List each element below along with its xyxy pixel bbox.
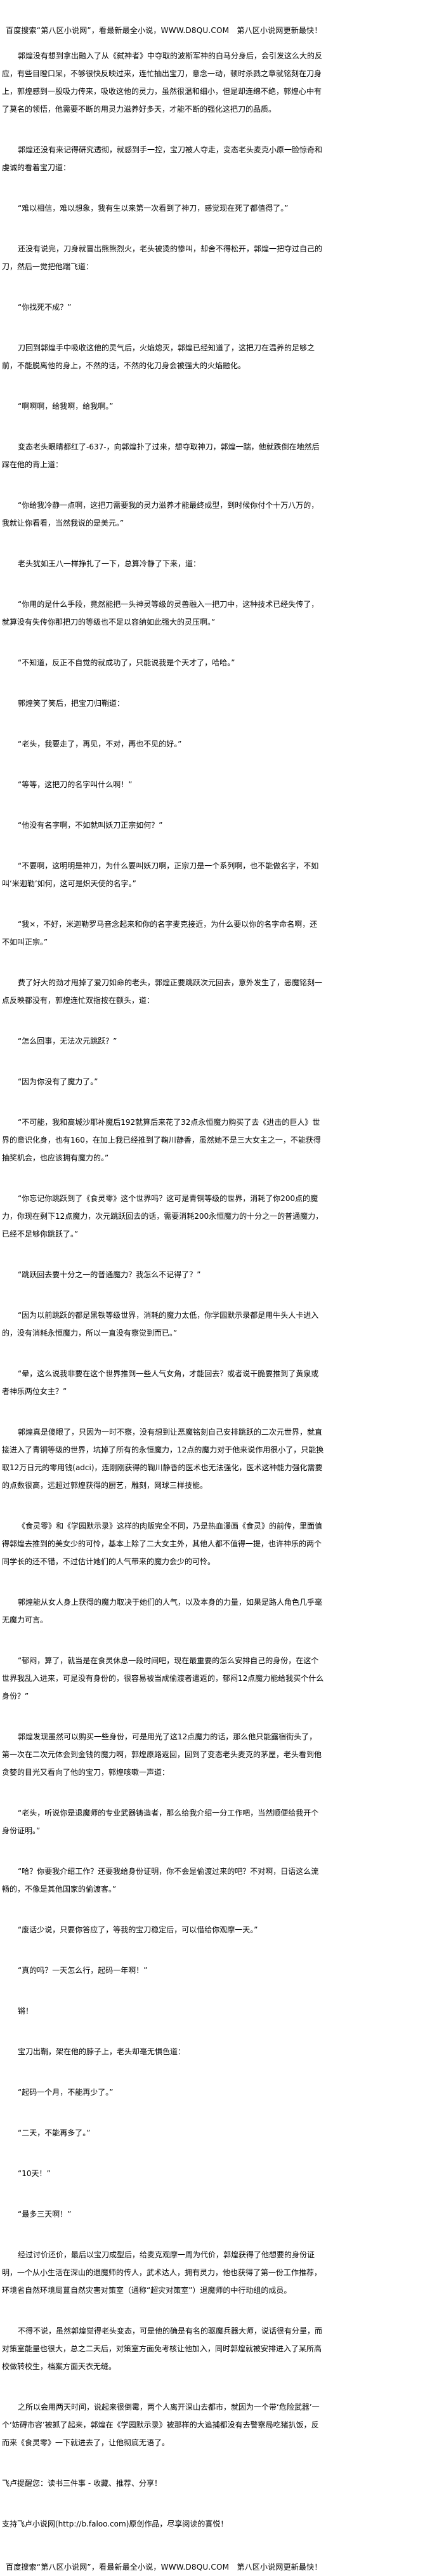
chapter-paragraph: 费了好大的劲才甩掉了爱刀如命的老头，郭煌正要跳跃次元回去，意外发生了，恶魔铭刻一… [2, 978, 323, 1005]
chapter-paragraph: “晕，这么说我非要在这个世界推到一些人气女角，才能回去？或者说干脆要推到了黄泉或… [2, 1369, 319, 1396]
chapter-paragraph: 老头犹如王八一样挣扎了一下，总算冷静了下来，道： [18, 559, 201, 568]
chapter-paragraph: 锵！ [18, 2007, 34, 2015]
chapter-paragraph: 郭煌还没有来记得研究透彻，就感到手一控，宝刀被人夺走，变态老头麦克小原一脸惊奇和… [2, 145, 323, 172]
chapter-paragraph: “跳跃回去要十分之一的普通魔力？我怎么不记得了？” [18, 1270, 201, 1279]
chapter-paragraph: 变态老头眼睛都红了-637-，向郭煌扑了过来，想夺取神刀，郭煌一踹，他就跌倒在地… [2, 442, 320, 469]
chapter-paragraph: “最多三天啊！” [18, 2210, 72, 2219]
chapter-paragraph: “啊啊啊，给我啊，给我啊。” [18, 402, 114, 411]
chapter-body: 郭煌没有想到拿出融入了从《弑神者》中夺取的波斯军神的白马分身后，会引发这么大的反… [2, 47, 324, 2452]
chapter-paragraph: “不要啊，这明明是神刀，为什么要叫妖刀啊，正宗刀是一个系列啊，也不能做名字，不如… [2, 861, 319, 888]
chapter-paragraph: “二天，不能再多了。” [18, 2128, 91, 2137]
chapter-paragraph: “怎么回事，无法次元跳跃？” [18, 1037, 117, 1046]
chapter-paragraph: 郭煌能从女人身上获得的魔力取决于她们的人气，以及本身的力量，如果是路人角色几乎毫… [2, 1598, 323, 1624]
chapter-paragraph: “因为你没有了魔力了。” [18, 1077, 98, 1086]
chapter-paragraph: “他没有名字啊，不如就叫妖刀正宗如何？” [18, 821, 163, 830]
chapter-paragraph: “你用的是什么手段，竟然能把一头神灵等级的灵兽融入一把刀中，这种技术已经失传了，… [2, 600, 319, 627]
chapter-paragraph: “你给我冷静一点啊，这把刀需要我的灵力滋养才能最终成型，到时候你付个十万八万的，… [2, 501, 319, 528]
chapter-paragraph: “废话少说，只要你答应了，等我的宝刀稳定后，可以借给你观摩一天。” [18, 1925, 258, 1934]
chapter-paragraph: “起码一个月，不能再少了。” [18, 2088, 114, 2097]
chapter-paragraph: 郭煌没有想到拿出融入了从《弑神者》中夺取的波斯军神的白马分身后，会引发这么大的反… [2, 51, 323, 114]
top-site-banner: 百度搜索“第八区小说网”，看最新最全小说，WWW.D8QU.COM 第八区小说网… [6, 26, 322, 35]
chapter-paragraph: “因为以前跳跃的都是黑铁等级世界，消耗的魔力太低，你学园默示录都是用牛头人卡进入… [2, 1311, 319, 1338]
chapter-paragraph: “不知道，反正不自觉的就成功了，只能说我是个天才了，哈哈。” [18, 658, 235, 667]
chapter-paragraph: “难以相信，难以想象，我有生以来第一次看到了神刀，感觉现在死了都值得了。” [18, 204, 289, 213]
bottom-site-banner: 百度搜索“第八区小说网”，看最新最全小说，WWW.D8QU.COM 第八区小说网… [6, 2563, 322, 2572]
footer-reminder: 飞卢提醒您：读书三件事 - 收藏、推荐、分享！ [2, 2479, 162, 2488]
chapter-paragraph: “老头，听说你是退魔师的专业武器铸造者，那么给我介绍一分工作吧，当然顺便给我开个… [2, 1809, 319, 1835]
chapter-paragraph: “真的吗？一天怎么行，起码一年啊！” [18, 1966, 148, 1975]
chapter-paragraph: 郭煌笑了笑后，把宝刀归鞘道： [18, 699, 125, 708]
chapter-paragraph: 宝刀出鞘，架在他的脖子上，老头却毫无惧色道： [18, 2047, 186, 2056]
chapter-paragraph: “等等，这把刀的名字叫什么啊！” [18, 780, 133, 789]
chapter-paragraph: “我×，不好，米迦勒罗马音念起来和你的名字麦克接近，为什么要以你的名字命名啊，还… [2, 920, 318, 946]
chapter-paragraph: 郭煌发现虽然可以购买一些身份，可是用光了这12点魔力的话，那么他只能露宿街头了，… [2, 1732, 322, 1777]
chapter-paragraph: 《食灵零》和《学园默示录》这样的肉贩完全不同，乃是热血漫画《食灵》的前传，里面值… [2, 1522, 323, 1566]
chapter-paragraph: “不可能，我和高城沙耶补魔后192就算后来花了32点永恒魔力购买了去《进击的巨人… [2, 1118, 321, 1162]
chapter-paragraph: 郭煌真是傻眼了，只因为一时不察，没有想到让恶魔铭刻自己安排跳跃的二次元世界，就直… [2, 1428, 324, 1490]
chapter-page: 百度搜索“第八区小说网”，看最新最全小说，WWW.D8QU.COM 第八区小说网… [2, 22, 324, 2576]
chapter-paragraph: “你忘记你跳跃到了《食灵零》这个世界吗？这可是青铜等级的世界，消耗了你200点的… [2, 1194, 323, 1238]
chapter-paragraph: 还没有说完，刀身就冒出熊熊烈火，老头被烫的惨叫，却舍不得松开，郭煌一把夺过自己的… [2, 244, 323, 271]
chapter-paragraph: “哈？你要我介绍工作？还要我给身份证明，你不会是偷渡过来的吧？不对啊，日语这么流… [2, 1867, 319, 1894]
chapter-paragraph: “你找死不成？” [18, 303, 72, 312]
chapter-paragraph: “老头，我要走了，再见，不对，再也不见的好。” [18, 740, 182, 748]
chapter-paragraph: “郁闷，算了，就当是在食灵休息一段时间吧，现在最重要的怎么安排自己的身份，在这个… [2, 1656, 324, 1701]
chapter-paragraph: “10天！” [18, 2169, 51, 2178]
chapter-paragraph: 不得不说，虽然郭煌觉得老头变态，可是他的确是有名的驱魔兵器大师，说话很有分量，而… [2, 2327, 323, 2371]
footer-support-link[interactable]: 支持飞卢小说网(http://b.faloo.com)原创作品，尽享阅读的喜悦！ [2, 2520, 228, 2528]
chapter-paragraph: 刀回到郭煌手中吸收这他的灵气后，火焰熄灭，郭煌已经知道了，这把刀在温养的足够之前… [2, 343, 315, 370]
chapter-paragraph: 经过讨价还价，最后以宝刀成型后，给麦克观摩一周为代价，郭煌获得了他想要的身份证明… [2, 2250, 322, 2295]
chapter-paragraph: 之所以会用两天时间，说起来很倒霉，两个人离开深山去都市，就因为一个带‘危险武器’… [2, 2403, 320, 2447]
